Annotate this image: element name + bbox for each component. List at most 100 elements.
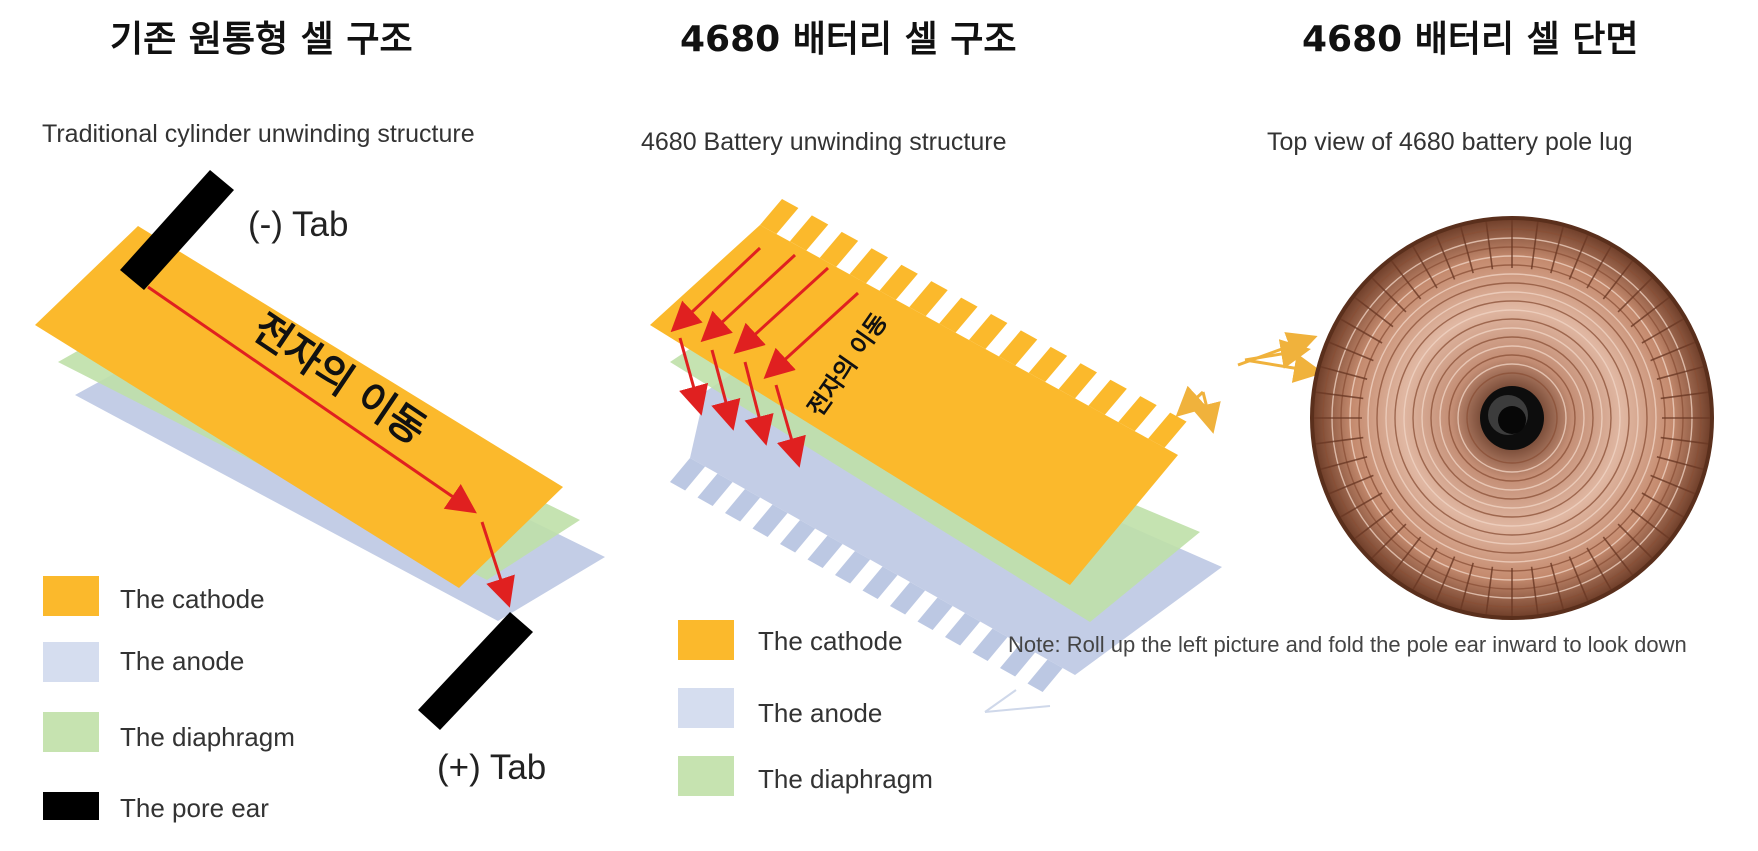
winding-ring — [1448, 354, 1576, 482]
lug-segment-line — [1435, 234, 1456, 280]
lug-segment-line — [1617, 277, 1653, 313]
electron-flow-arrow-main — [147, 285, 477, 514]
lug-segment-line — [1586, 547, 1612, 590]
anode-tooth — [725, 489, 761, 522]
electron-flow-arrow-down — [480, 521, 515, 608]
negative-tab-label: (-) Tab — [248, 205, 349, 244]
lug-segment-line — [1617, 523, 1653, 559]
anode-tooth — [862, 566, 898, 600]
winding-ring — [1376, 282, 1648, 554]
lug-segment-line — [1485, 221, 1494, 270]
winding-ring — [1367, 273, 1657, 563]
fold-arrows — [1175, 332, 1324, 434]
cathode-tooth — [1058, 363, 1097, 399]
legend-swatch-cathode-4680 — [678, 620, 734, 660]
lug-segment-line — [1371, 277, 1407, 313]
subtitle-top-view: Top view of 4680 battery pole lug — [1267, 128, 1633, 156]
anode-tooth — [697, 473, 733, 507]
anode-comb-teeth — [670, 458, 1063, 693]
legend-swatch-diaphragm — [43, 712, 99, 752]
winding-ring — [1385, 291, 1639, 545]
lug-segment-line — [1435, 556, 1456, 602]
winding-ring — [1466, 372, 1558, 464]
anode-tooth — [752, 504, 788, 538]
lug-segment-line — [1660, 436, 1709, 445]
cathode-tooth — [849, 248, 888, 284]
lug-segment-line — [1315, 391, 1364, 400]
lug-segment-line — [1315, 436, 1364, 445]
anode-tooth — [780, 520, 816, 553]
legend-label-anode-4680: The anode — [758, 698, 883, 728]
lug-segment-line — [1641, 492, 1684, 518]
legend-swatch-anode-4680 — [678, 688, 734, 728]
cathode-tooth — [939, 297, 978, 333]
lug-segment-line — [1328, 474, 1374, 495]
lug-segment-line — [1602, 260, 1634, 300]
cathode-tooth — [909, 281, 948, 317]
winding-ring — [1439, 345, 1585, 491]
lug-segment-line — [1568, 556, 1589, 602]
anode-tooth — [945, 613, 981, 646]
folded-lug-segments — [1314, 220, 1710, 616]
legend-label-anode: The anode — [120, 646, 245, 676]
lug-segment-line — [1650, 474, 1696, 495]
heading-traditional-cell: 기존 원통형 셀 구조 — [110, 19, 413, 60]
cathode-sheet-left — [35, 226, 563, 588]
lug-segment-line — [1586, 246, 1612, 289]
anode-tooth — [670, 458, 706, 491]
cathode-tooth — [789, 215, 829, 251]
lug-segment-line — [1530, 566, 1539, 615]
anode-tooth — [890, 582, 926, 615]
cathode-tooth — [879, 264, 918, 300]
legend-swatch-anode — [43, 642, 99, 682]
pole-lug-top-view — [1310, 216, 1714, 620]
lug-segment-line — [1630, 508, 1670, 540]
anode-tooth — [917, 597, 953, 631]
anode-tooth — [972, 628, 1008, 662]
lug-segment-line — [1550, 226, 1565, 274]
cathode-tooth — [1148, 412, 1187, 448]
lug-segment-line — [1328, 341, 1374, 362]
lug-segment-line — [1485, 566, 1494, 615]
fold-note: Note: Roll up the left picture and fold … — [1008, 632, 1687, 657]
winding-ring — [1403, 309, 1621, 527]
anode-tooth — [835, 551, 871, 584]
legend-label-cathode: The cathode — [120, 584, 265, 614]
lug-segment-line — [1371, 523, 1407, 559]
negative-tab — [120, 170, 234, 290]
lug-segment-line — [1641, 318, 1684, 344]
lug-segment-line — [1550, 562, 1565, 610]
legend-label-pore-ear: The pore ear — [120, 793, 269, 823]
lug-segment-line — [1412, 246, 1438, 289]
subtitle-4680: 4680 Battery unwinding structure — [641, 128, 1007, 156]
legend-label-diaphragm: The diaphragm — [120, 722, 295, 752]
lug-segment-line — [1354, 296, 1394, 328]
heading-4680-cell-structure: 4680 배터리 셀 구조 — [680, 19, 1017, 60]
winding-ring — [1421, 327, 1603, 509]
legend-swatch-cathode — [43, 576, 99, 616]
cathode-tooth — [819, 231, 859, 267]
winding-ring — [1412, 318, 1612, 518]
subtitle-traditional: Traditional cylinder unwinding structure — [42, 120, 475, 148]
winding-ring — [1457, 363, 1567, 473]
anode-tooth — [1027, 659, 1063, 693]
cathode-tooth — [998, 330, 1038, 366]
heading-4680-cell-section: 4680 배터리 셀 단면 — [1302, 19, 1639, 60]
lug-segment-line — [1412, 547, 1438, 590]
lug-segment-line — [1656, 365, 1704, 380]
outer-rim — [1310, 216, 1714, 620]
positive-tab-label: (+) Tab — [437, 748, 547, 787]
positive-tab — [418, 612, 533, 730]
lug-segment-line — [1340, 492, 1383, 518]
legend-swatch-pore-ear — [43, 792, 99, 820]
lug-segment-line — [1340, 318, 1383, 344]
anode-tooth — [1000, 644, 1036, 677]
lug-segment-line — [1656, 456, 1704, 471]
electron-flow-arrows-4680 — [670, 246, 860, 468]
faint-arrows — [984, 689, 1051, 713]
cathode-tooth — [1088, 379, 1127, 415]
lug-segment-line — [1320, 365, 1368, 380]
cathode-tooth — [1028, 346, 1068, 382]
